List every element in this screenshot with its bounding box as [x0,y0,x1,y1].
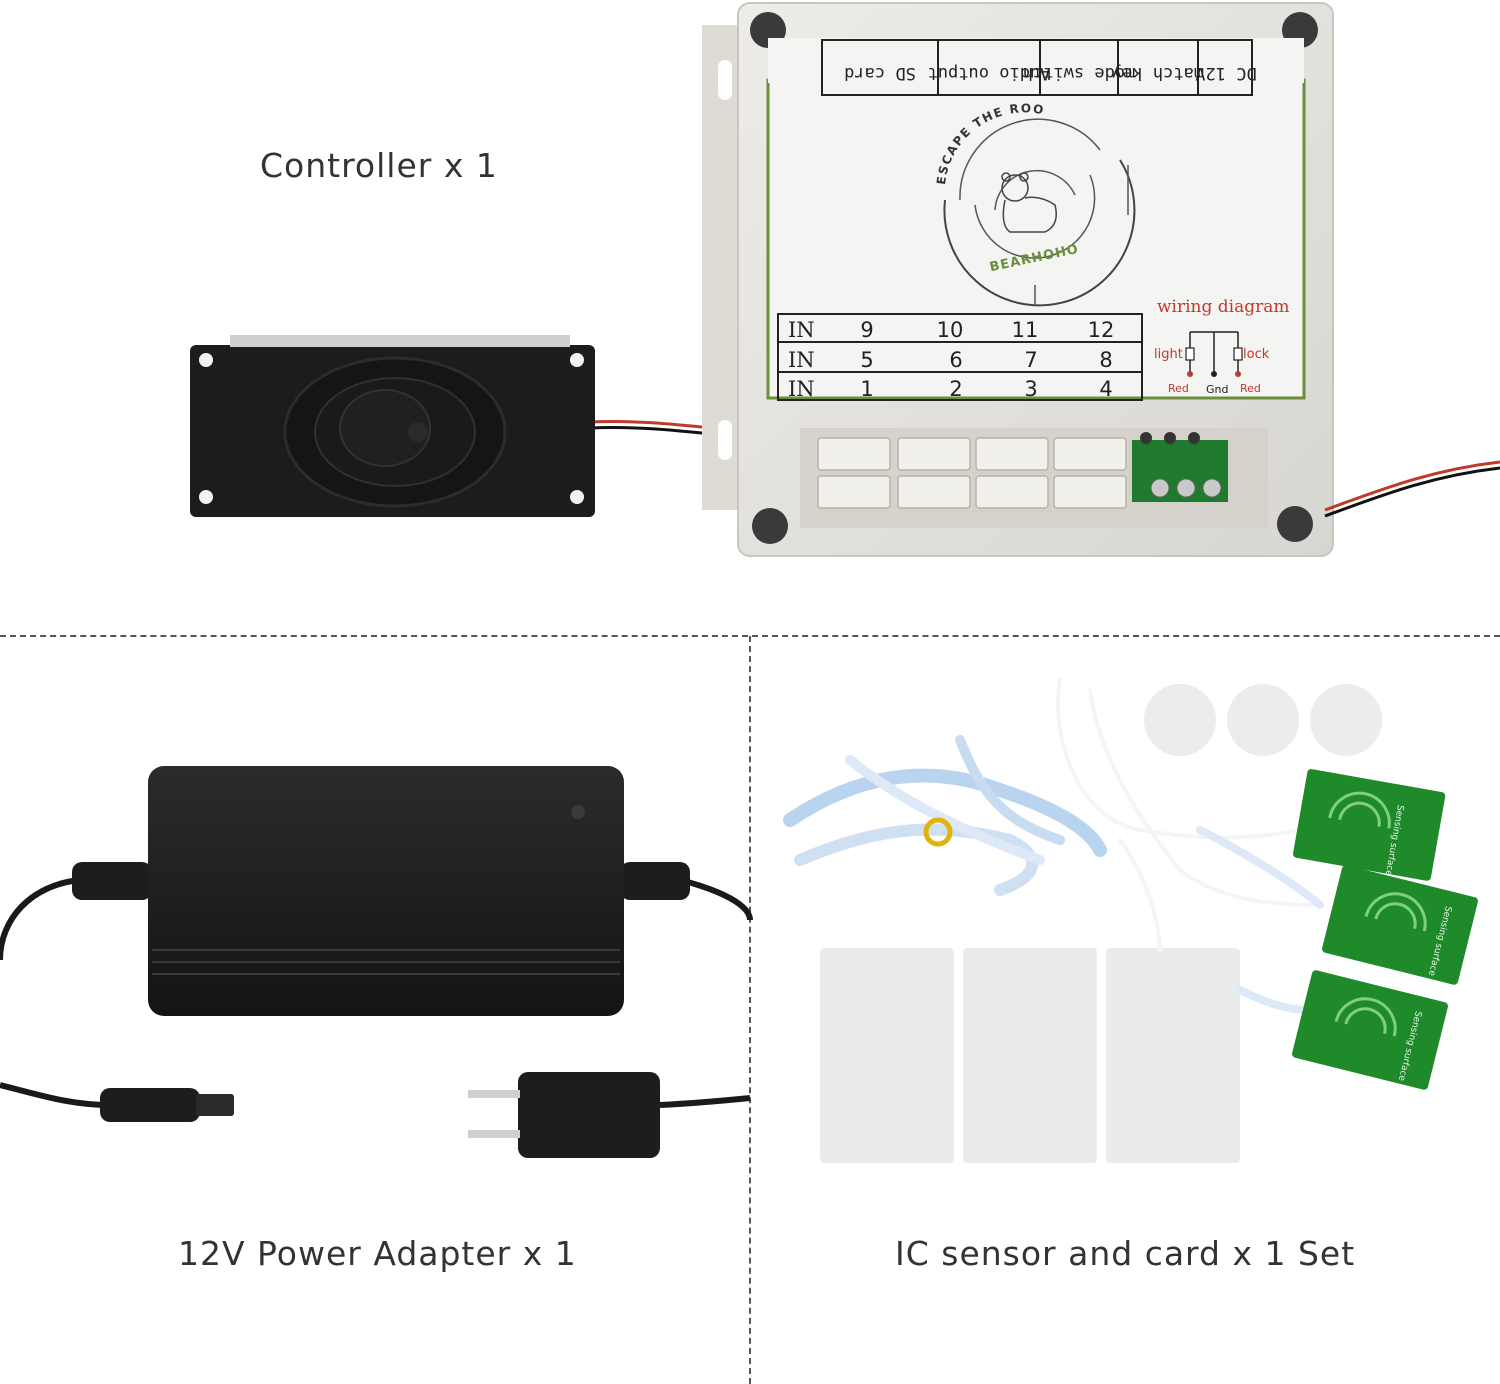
header-cell-audio-output: Audio output [928,63,1051,83]
ic-sensor-set: Sensing surface Sensing surface Sensing … [783,678,1478,1163]
wiring-label-red-left: Red [1168,382,1189,395]
input-cell: 6 [949,348,962,372]
input-cell: 8 [1099,348,1112,372]
input-cell: 12 [1088,318,1115,342]
wiring-diagram-title: wiring diagram [1157,297,1290,317]
input-cell: 11 [1012,318,1039,342]
sensor-caption: IC sensor and card x 1 Set [895,1234,1356,1273]
connector-block [800,428,1500,528]
power-adapter [0,766,753,1158]
header-cell-mode-switch: mode switch [1023,63,1136,83]
input-cell: 4 [1099,377,1112,401]
input-row-label: IN [788,348,815,372]
input-cell: 9 [860,318,873,342]
wiring-label-light: light [1154,347,1183,362]
input-cell: 5 [860,348,873,372]
adapter-caption: 12V Power Adapter x 1 [178,1234,577,1273]
vertical-divider [749,636,751,1384]
input-table: IN IN IN 9 10 11 12 5 6 7 8 1 2 3 4 [777,313,1143,401]
controller-caption: Controller x 1 [260,146,498,185]
wiring-label-red-right: Red [1240,382,1261,395]
wiring-label-lock: lock [1243,347,1270,362]
input-cell: 10 [937,318,964,342]
input-row-label: IN [788,318,815,342]
wiring-diagram: wiring diagram light lock Red Gnd Red [1154,297,1290,396]
header-cell-dc-12v: DC 12V [1195,63,1256,83]
sensor-board: Sensing surface [1322,865,1478,985]
input-row-label: IN [788,377,815,401]
terminal-block [1132,432,1228,502]
wiring-label-gnd: Gnd [1206,383,1228,396]
sensor-board: Sensing surface [1292,970,1448,1090]
sensor-board: Sensing surface [1293,769,1446,881]
speaker [190,335,713,517]
input-cell: 7 [1024,348,1037,372]
header-cell-match-key: match key [1112,63,1204,83]
header-cell-sd-card: SD card [844,63,916,83]
bear-icon [1001,172,1057,233]
input-cell: 3 [1024,377,1037,401]
input-cell: 1 [860,377,873,401]
input-cell: 2 [949,377,962,401]
controller-header-table: SD card Audio output mode switch match k… [821,39,1257,96]
